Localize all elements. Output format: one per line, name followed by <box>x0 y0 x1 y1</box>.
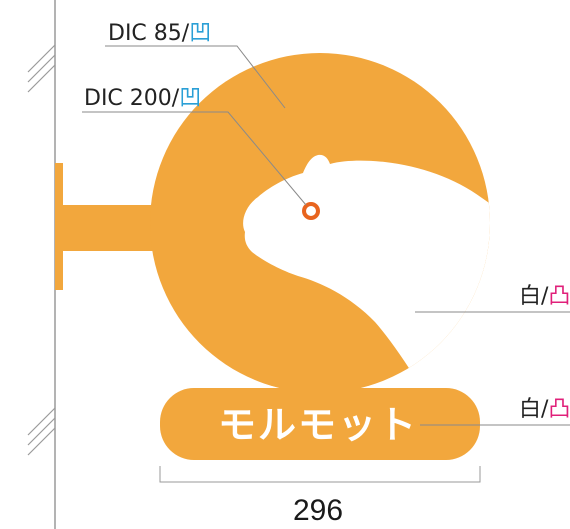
wall-hatch-top <box>27 44 56 93</box>
callout-white-body: 白/凸 <box>519 284 570 309</box>
convex-symbol: 凸 <box>548 284 570 309</box>
wall-plate <box>55 163 63 290</box>
convex-symbol: 凸 <box>548 397 570 422</box>
wall <box>27 0 56 529</box>
guinea-pig-ear <box>306 156 320 173</box>
nameplate-label: モルモット <box>218 403 418 447</box>
leader-lines <box>82 45 570 426</box>
nameplate: モルモット <box>160 388 480 460</box>
eye-ring <box>302 202 320 220</box>
nameplate-panel <box>160 388 480 460</box>
callout-dic85: DIC 85/凹 <box>108 21 211 46</box>
concave-symbol: 凹 <box>179 86 201 111</box>
dimension-line <box>159 466 481 483</box>
dimension-label: 296 <box>293 494 343 527</box>
wall-hatch-bottom <box>27 407 56 456</box>
width-dimension: 296 <box>159 466 481 527</box>
leader-dic200 <box>82 111 307 206</box>
concave-symbol: 凹 <box>189 21 211 46</box>
leader-dic85 <box>105 45 286 109</box>
callout-dic200: DIC 200/凹 <box>84 86 201 111</box>
callout-white-text: 白/凸 <box>519 397 570 422</box>
callouts: DIC 85/凹 DIC 200/凹 白/凸 白/凸 <box>84 21 570 422</box>
circle-sign <box>150 53 490 393</box>
